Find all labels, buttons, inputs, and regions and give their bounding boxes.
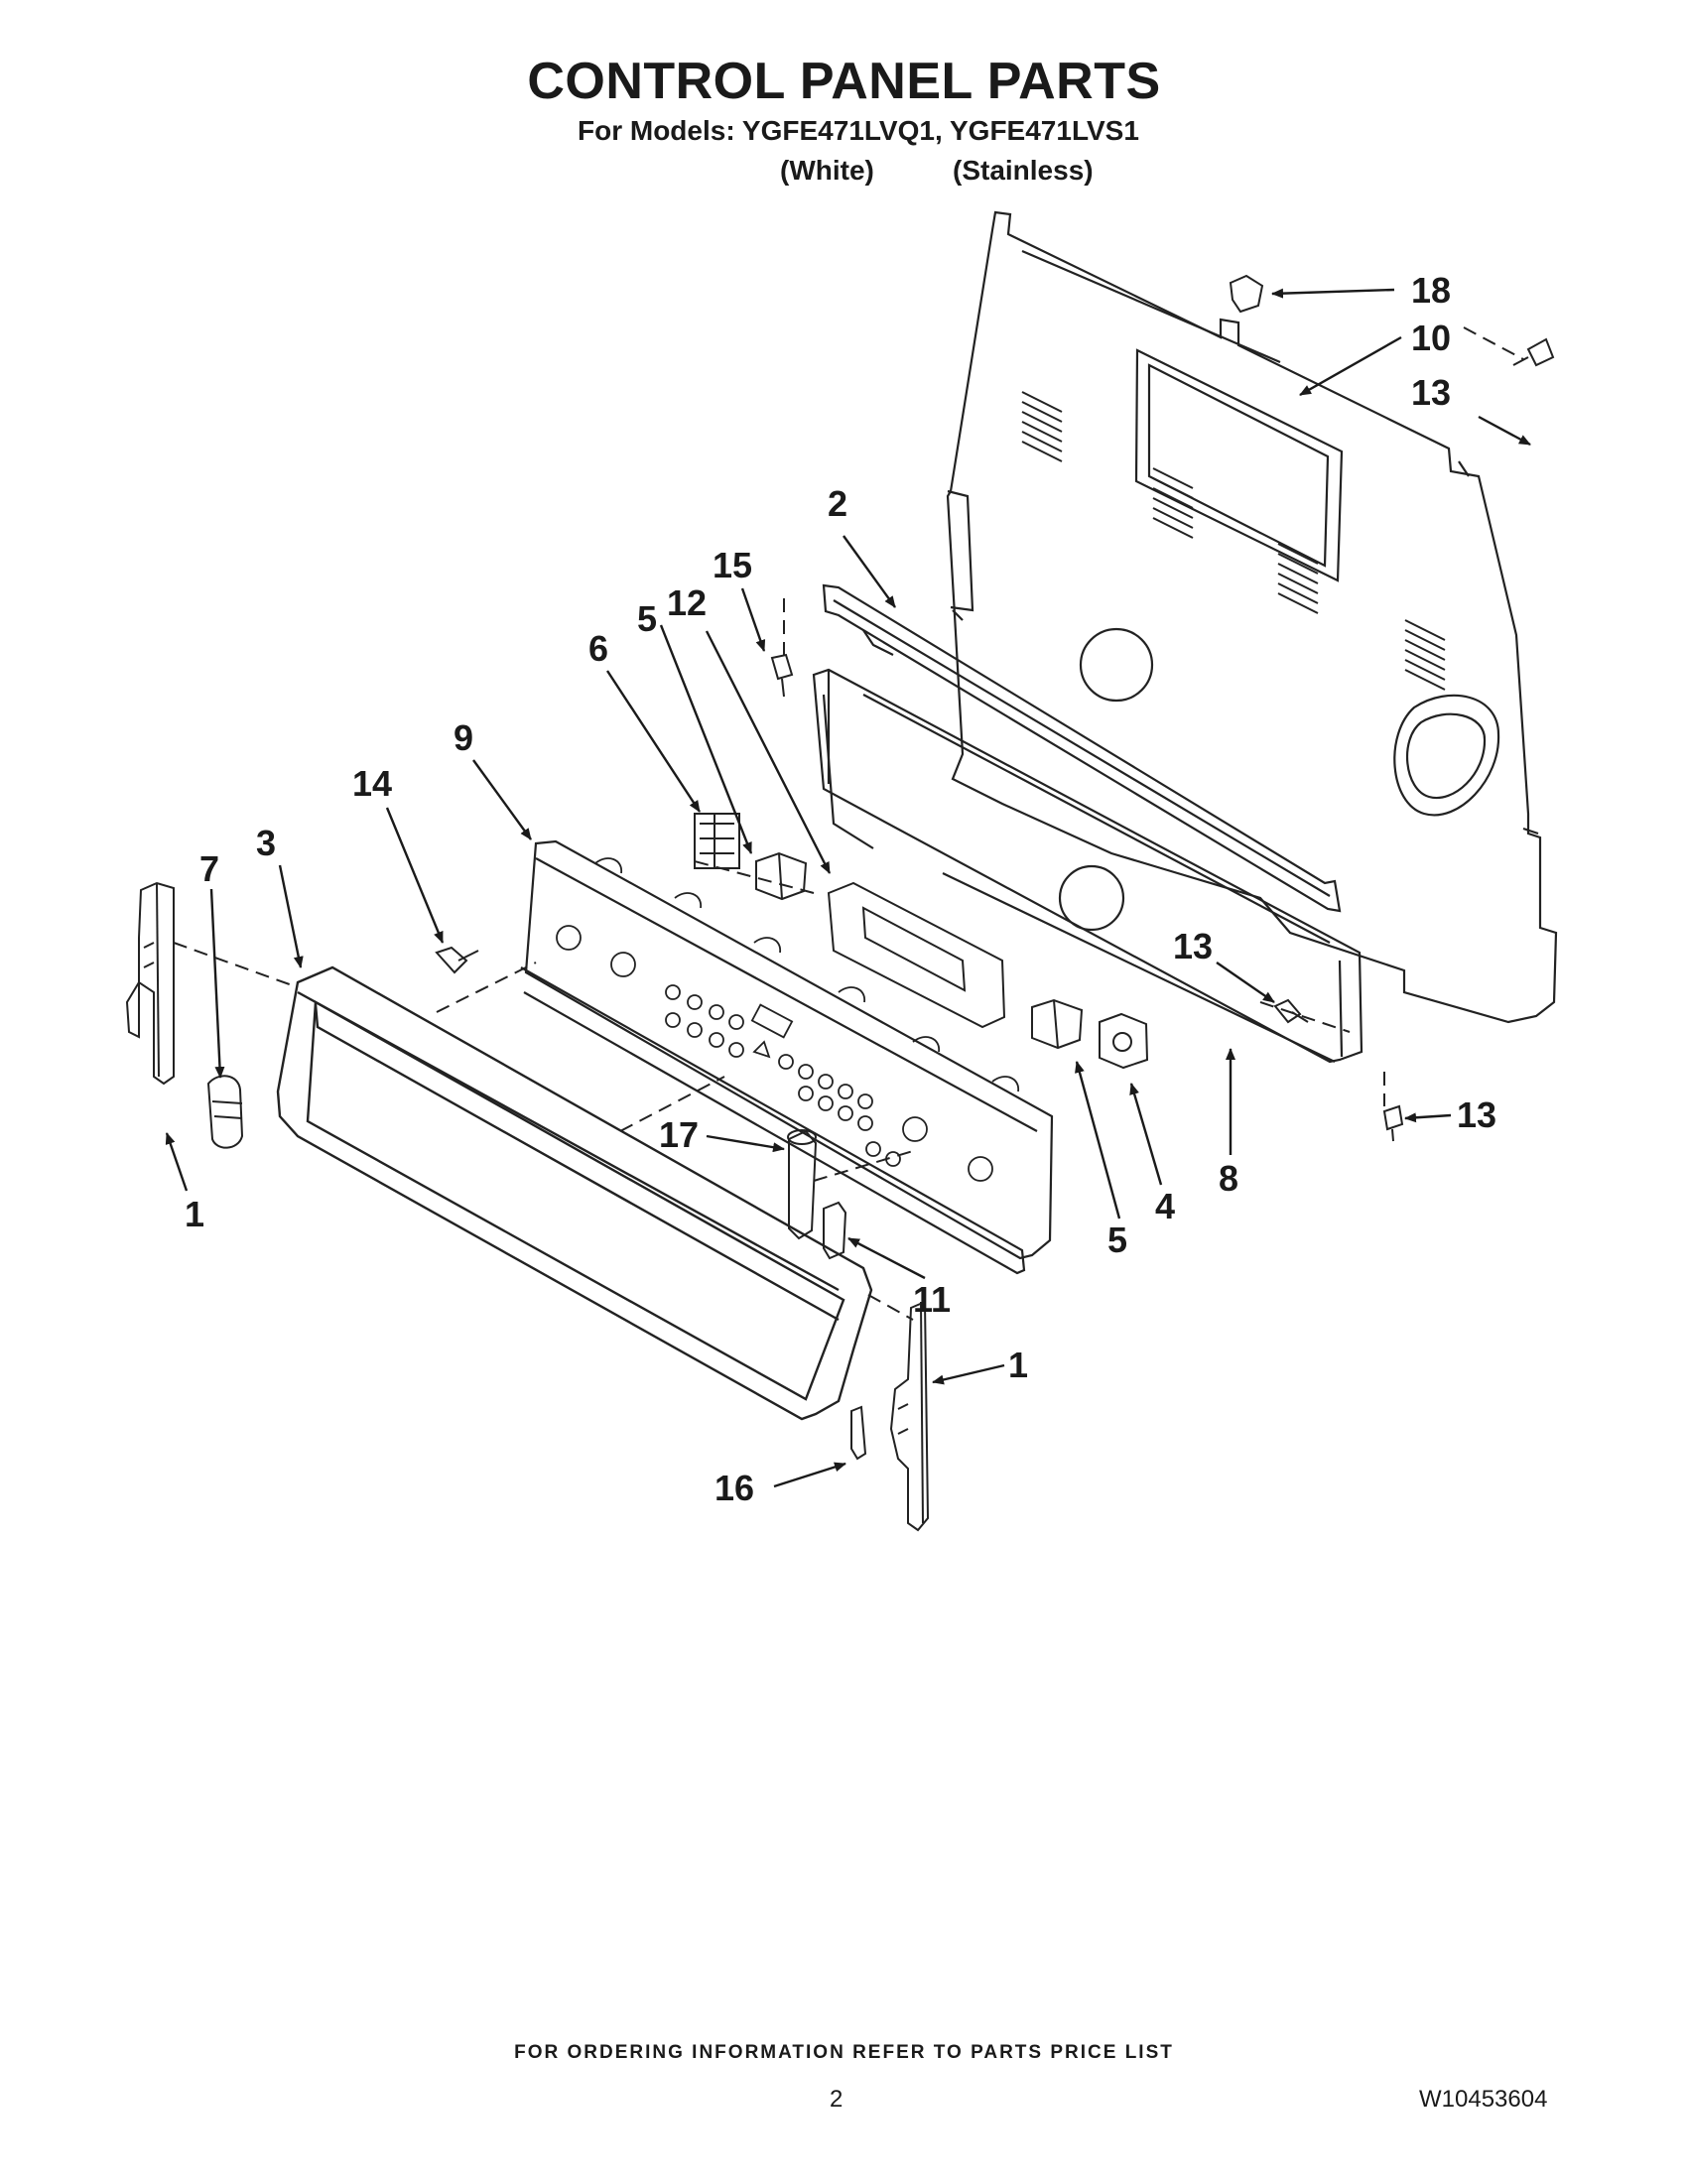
ordering-note: FOR ORDERING INFORMATION REFER TO PARTS …	[514, 2042, 1174, 2063]
callout-18: 18	[1411, 270, 1451, 311]
screw-part-13-top	[1512, 337, 1555, 367]
clip-part-18	[1229, 274, 1264, 314]
callout-1-right: 1	[1008, 1345, 1028, 1385]
variant-white-label: (White)	[780, 155, 874, 186]
page-title: CONTROL PANEL PARTS	[527, 53, 1161, 110]
screw-part-13-mid	[1273, 998, 1309, 1024]
switch-block-part-6	[694, 813, 740, 869]
callout-4: 4	[1155, 1186, 1175, 1226]
callout-5-bottom: 5	[1107, 1220, 1127, 1260]
assembly-guide-lines	[173, 326, 1524, 1321]
knob-part-7	[206, 1075, 244, 1149]
callout-11: 11	[913, 1279, 951, 1320]
callout-8: 8	[1219, 1158, 1238, 1199]
screw-part-15	[770, 653, 794, 698]
callout-3: 3	[256, 823, 276, 863]
callout-15: 15	[713, 545, 752, 585]
callout-13-right: 13	[1457, 1094, 1496, 1135]
document-code: W10453604	[1419, 2086, 1548, 2113]
callout-7: 7	[199, 848, 219, 889]
callout-17: 17	[659, 1114, 699, 1155]
switch-part-11	[823, 1201, 847, 1260]
callout-10: 10	[1411, 318, 1451, 358]
callout-5-top: 5	[637, 598, 657, 639]
screw-part-13-right	[1382, 1104, 1404, 1142]
rear-panel-part-10	[946, 210, 1558, 1024]
callout-9: 9	[454, 717, 473, 758]
callout-1-left: 1	[185, 1194, 204, 1234]
rail-part-2	[822, 583, 1342, 913]
callout-2: 2	[828, 483, 847, 524]
control-board-part-12	[827, 881, 1006, 1029]
callout-13-mid: 13	[1173, 926, 1213, 966]
relay-part-5-top	[755, 851, 808, 901]
side-bracket-left-part-1	[125, 881, 175, 1086]
side-bracket-right-part-1	[889, 1300, 930, 1532]
lamp-part-17	[787, 1129, 818, 1240]
callout-16: 16	[714, 1468, 754, 1508]
console-trim-part-3	[276, 965, 873, 1421]
callout-12: 12	[667, 582, 707, 623]
page-number: 2	[830, 2086, 844, 2113]
rear-panel-vents	[1021, 391, 1446, 691]
switch-part-4	[1099, 1012, 1149, 1070]
callout-14: 14	[352, 763, 392, 804]
control-housing-part-8	[812, 668, 1363, 1064]
variant-stainless-label: (Stainless)	[953, 155, 1094, 186]
console-panel-part-9	[520, 839, 1054, 1275]
callout-13-top: 13	[1411, 372, 1451, 413]
callout-6: 6	[588, 628, 608, 669]
models-line: For Models: YGFE471LVQ1, YGFE471LVS1	[578, 115, 1139, 146]
console-panel-openings	[556, 857, 1019, 1182]
clip-part-16	[850, 1405, 867, 1461]
screw-part-14	[435, 946, 479, 974]
relay-part-5-bottom	[1031, 998, 1084, 1050]
leader-arrows	[165, 288, 1531, 1488]
